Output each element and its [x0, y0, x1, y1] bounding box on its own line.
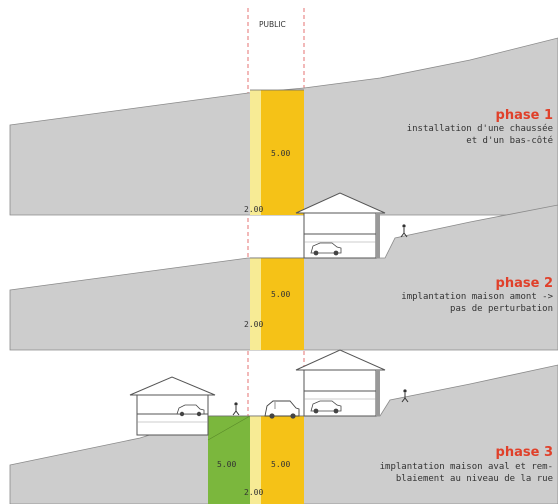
phase-3-road: [261, 416, 304, 504]
phase-2-road-width: 5.00: [271, 290, 290, 299]
phase-3-left-width: 5.00: [217, 460, 236, 469]
phase-3-road-width: 5.00: [271, 460, 290, 469]
phase-2-car-icon: [310, 242, 342, 256]
phase-2-road: [261, 258, 304, 350]
phase-3-person-near-road-icon: [232, 402, 240, 416]
public-label: PUBLIC: [259, 20, 286, 29]
phase-2-verge-width: 2.00: [244, 320, 263, 329]
phase-1-verge: [250, 90, 261, 215]
phase-2-verge: [250, 258, 261, 350]
phase-2-person-icon: [400, 224, 408, 238]
phase-1-description-line-2: et d'un bas-côté: [466, 135, 553, 146]
phase-1-road-width: 5.00: [271, 149, 290, 158]
phase-1-road: [261, 90, 304, 215]
phase-3-description-line-1: implantation maison aval et rem-: [380, 462, 553, 472]
phase-2-section: 5.00 2.00 phase 2 implantation maison am…: [9, 192, 558, 351]
phase-3-person-upstream-icon: [401, 389, 409, 403]
phase-1-section: 5.00 2.00 phase 1 installation d'une cha…: [9, 37, 558, 216]
phase-1-description-line-1: installation d'une chaussée: [407, 123, 553, 134]
phase-3-title: phase 3: [496, 445, 553, 460]
phase-3-downstream-house: [129, 376, 216, 436]
phase-1-title: phase 1: [496, 108, 553, 123]
phase-3-section: 5.00 5.00 2.00 phase 3 implantation mais…: [9, 349, 558, 504]
phase-3-description-line-2: blaiement au niveau de la rue: [396, 474, 553, 484]
phase-3-upstream-car-icon: [310, 400, 342, 414]
phase-1-verge-width: 2.00: [244, 205, 263, 214]
phase-2-description-line-1: implantation maison amont ->: [401, 292, 553, 302]
phase-3-downstream-car-icon: [176, 404, 205, 417]
phase-3-verge-width: 2.00: [244, 488, 263, 497]
phase-2-title: phase 2: [496, 276, 553, 291]
phase-3-verge: [250, 416, 261, 504]
phase-3-road-car-icon: [264, 400, 300, 419]
phase-3-backfill: [208, 416, 250, 504]
phase-2-description-line-2: pas de perturbation: [450, 304, 553, 314]
